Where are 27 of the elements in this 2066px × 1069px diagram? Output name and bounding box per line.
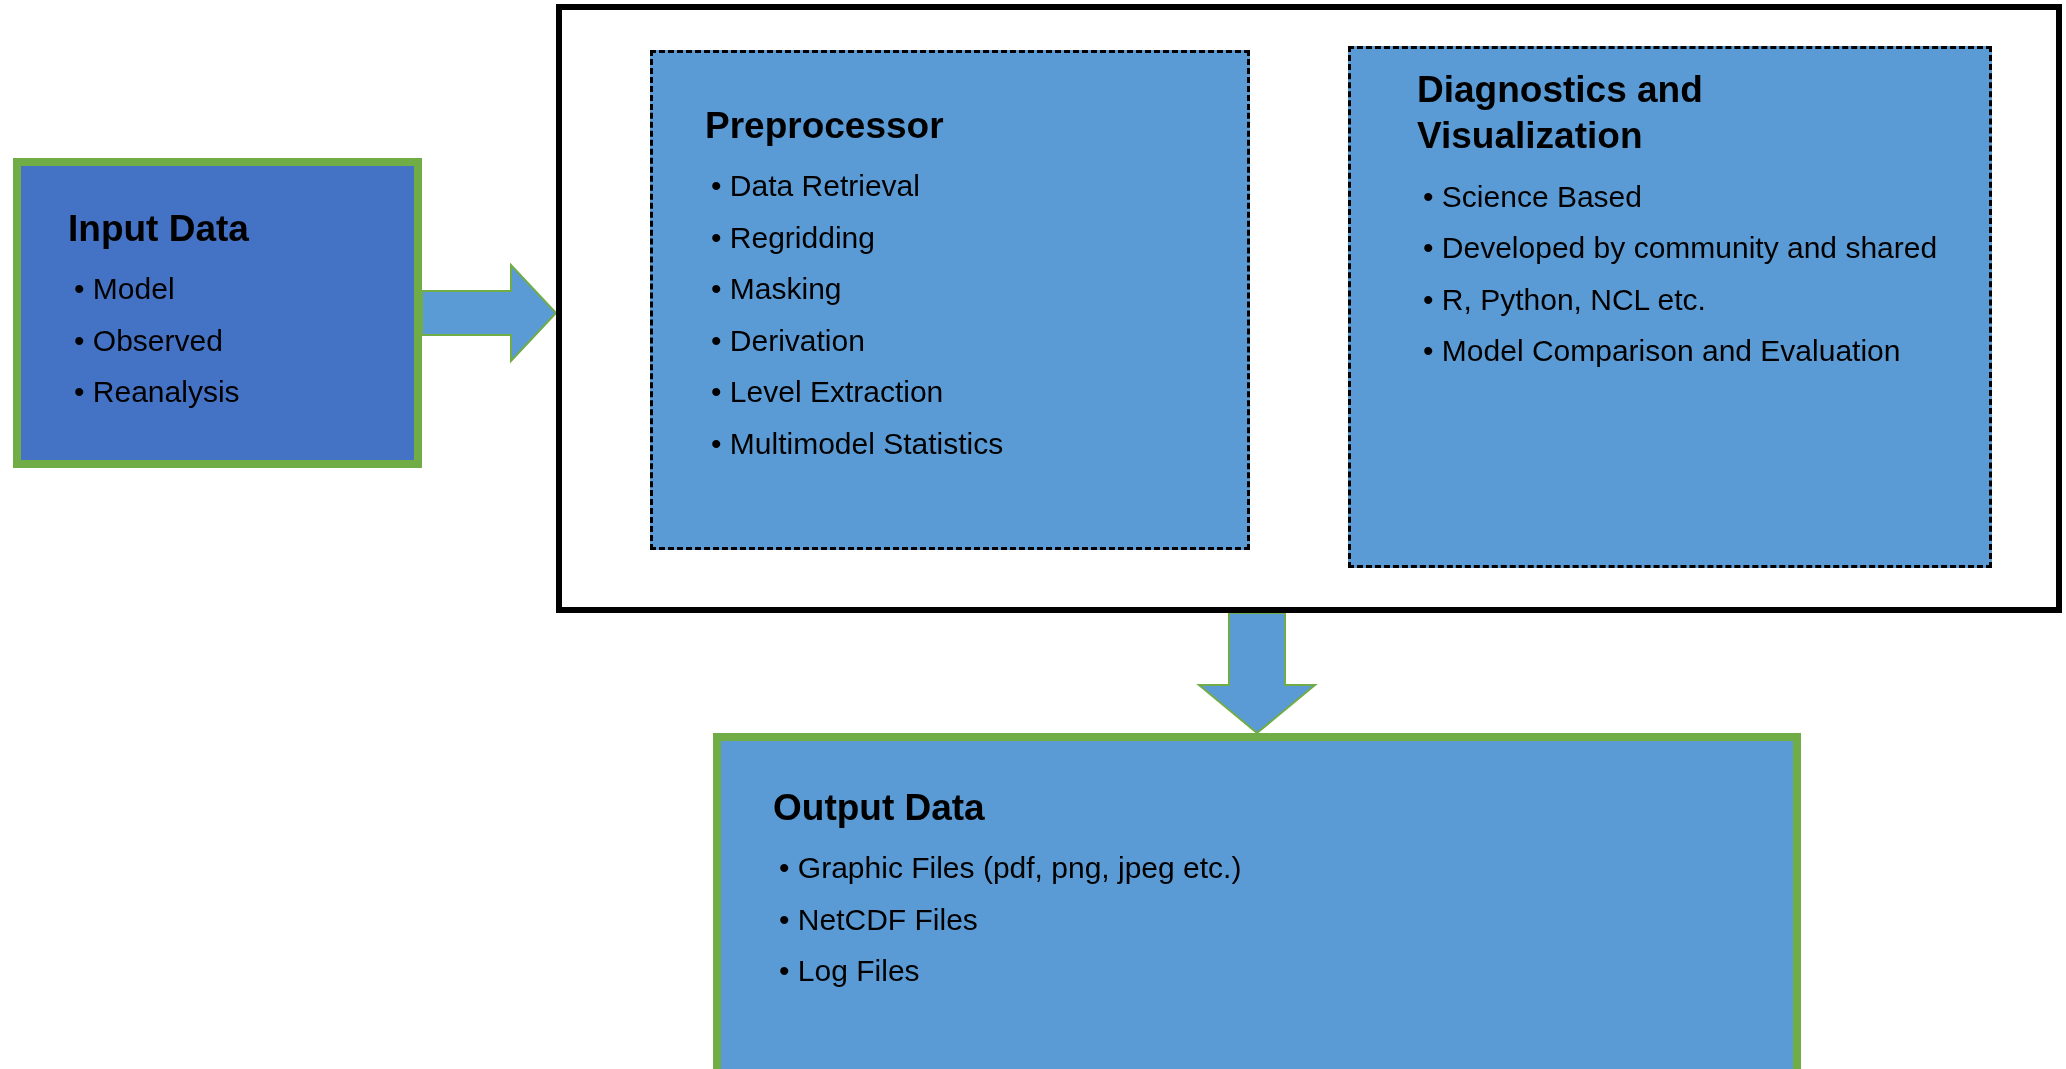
bullet-item: • Observed [74,322,224,359]
box-title: Input Data [68,207,250,251]
box-title: Preprocessor [705,104,945,148]
bullet-item: • Regridding [711,219,876,256]
bullet-item: • Derivation [711,322,866,359]
process-box [713,733,1801,1069]
box-title: Output Data [773,786,986,830]
bullet-item: • Model [74,271,176,308]
bullet-item: • Data Retrieval [711,168,921,205]
box-title: Diagnostics and Visualization [1417,68,1704,159]
bullet-item: • Multimodel Statistics [711,425,1005,462]
bullet-item: • Model Comparison and Evaluation [1423,333,1902,369]
bullet-item: • R, Python, NCL etc. [1423,281,1707,318]
process-box [13,158,422,468]
block-arrow [1196,612,1318,735]
bullet-item: • Science Based [1423,178,1643,215]
bullet-item: • Graphic Files (pdf, png, jpeg etc.) [779,850,1243,887]
bullet-item: • Log Files [779,953,921,990]
bullet-item: • Developed by community and shared [1423,230,1939,266]
bullet-item: • NetCDF Files [779,901,979,938]
container-box [556,4,2062,613]
bullet-item: • Reanalysis [74,374,241,411]
block-arrow [421,262,558,364]
process-box [1348,46,1992,568]
bullet-item: • Masking [711,271,843,308]
process-box [650,50,1250,550]
bullet-item: • Level Extraction [711,374,945,411]
